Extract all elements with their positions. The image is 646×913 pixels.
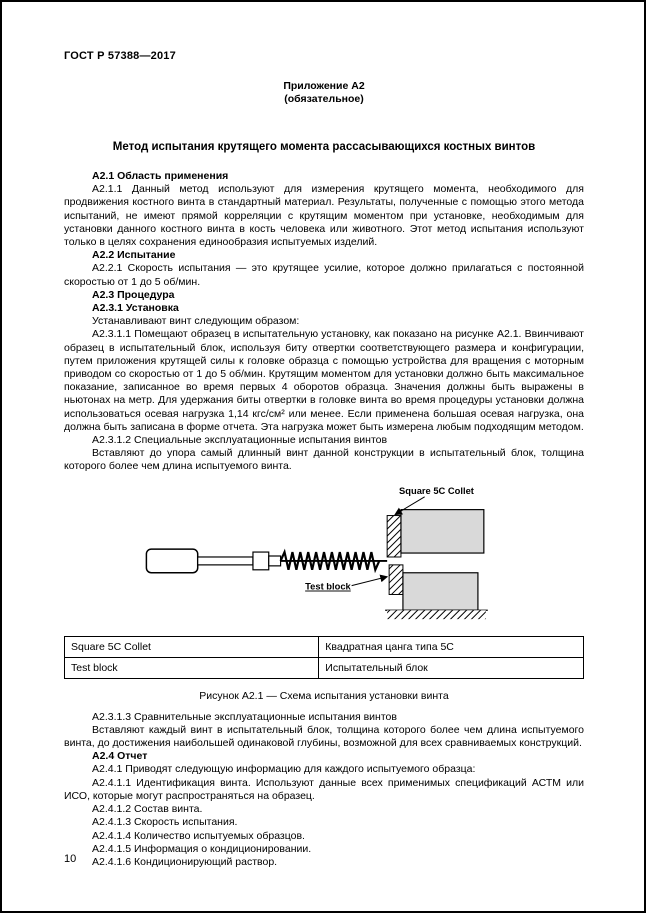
- collet-block-icon: [400, 508, 485, 554]
- paragraph-a2-4-1-5: А2.4.1.5 Информация о кондиционировании.: [92, 842, 312, 855]
- page-number: 10: [64, 853, 77, 865]
- legend-term: Square 5C Collet: [63, 635, 320, 658]
- paragraph-a2-3-1-3: А2.3.1.3 Сравнительные эксплуатационные …: [92, 710, 397, 723]
- paragraph-a2-1-1: А2.1.1 Данный метод используют для измер…: [64, 183, 584, 249]
- section-heading-a2-2: А2.2 Испытание: [92, 249, 176, 262]
- collet-hatch-icon: [386, 514, 402, 558]
- figure-schematic: Square 5C Collet Test block: [145, 486, 488, 619]
- paragraph-a2-4-1-4: А2.4.1.4 Количество испытуемых образцов.: [92, 829, 305, 842]
- paragraph-insert-longest: Вставляют до упора самый длинный винт да…: [64, 447, 584, 473]
- appendix-note: (обязательное): [284, 93, 364, 105]
- appendix-heading: Приложение А2 (обязательное): [64, 80, 584, 106]
- driver-coupler-icon: [252, 551, 270, 571]
- test-block-hatch-icon: [388, 564, 404, 595]
- section-heading-a2-3-1: А2.3.1 Установка: [92, 302, 179, 315]
- screw-thread-icon: [279, 548, 381, 573]
- label-square-5c-collet: Square 5C Collet: [399, 486, 474, 496]
- paragraph-a2-4-1-6: А2.4.1.6 Кондиционирующий раствор.: [92, 855, 278, 868]
- driver-shaft-icon: [197, 556, 254, 566]
- test-block-leader-line-icon: [351, 574, 389, 586]
- paragraph-a2-4-1-2: А2.4.1.2 Состав винта.: [92, 803, 203, 816]
- paragraph-a2-3-1-2: А2.3.1.2 Специальные эксплуатационные ис…: [92, 434, 388, 447]
- section-heading-a2-1: А2.1 Область применения: [92, 170, 229, 182]
- paragraph-a2-4-1-3: А2.4.1.3 Скорость испытания.: [92, 816, 238, 829]
- ground-hatch-icon: [387, 609, 486, 619]
- paragraph-a2-4-1-1: А2.4.1.1 Идентификация винта. Используют…: [64, 776, 584, 802]
- paragraph-a2-3-1-1: А2.3.1.1 Помещают образец в испытательну…: [64, 328, 584, 433]
- paragraph-a2-4-1: А2.4.1 Приводят следующую информацию для…: [92, 763, 476, 776]
- driver-bit-icon: [268, 555, 282, 567]
- driver-handle-icon: [145, 548, 199, 574]
- paragraph-insert-each: Вставляют каждый винт в испытательный бл…: [64, 723, 584, 750]
- appendix-label: Приложение А2: [283, 80, 365, 92]
- section-heading-a2-3: А2.3 Процедура: [92, 288, 175, 301]
- paragraph-a2-2-1: А2.2.1 Скорость испытания — это крутящее…: [64, 262, 584, 288]
- figure-legend-table: Square 5C Collet Квадратная цанга типа 5…: [63, 635, 584, 679]
- label-test-block: Test block: [305, 581, 351, 591]
- section-heading-a2-4: А2.4 Отчет: [92, 750, 148, 763]
- legend-term: Test block: [63, 656, 320, 679]
- figure-caption: Рисунок А2.1 — Схема испытания установки…: [199, 689, 449, 702]
- collet-leader-line-icon: [394, 496, 425, 515]
- table-row: Test block Испытательный блок: [63, 656, 584, 679]
- document-header: ГОСТ Р 57388—2017: [64, 50, 176, 62]
- paragraph-setup-intro: Устанавливают винт следующим образом:: [92, 315, 300, 328]
- legend-definition: Испытательный блок: [318, 656, 584, 679]
- figure-a2-1: Square 5C Collet Test block: [64, 482, 584, 630]
- page-title: Метод испытания крутящего момента рассас…: [112, 141, 536, 153]
- table-row: Square 5C Collet Квадратная цанга типа 5…: [63, 635, 584, 658]
- test-block-icon: [402, 571, 479, 611]
- legend-definition: Квадратная цанга типа 5С: [318, 635, 584, 658]
